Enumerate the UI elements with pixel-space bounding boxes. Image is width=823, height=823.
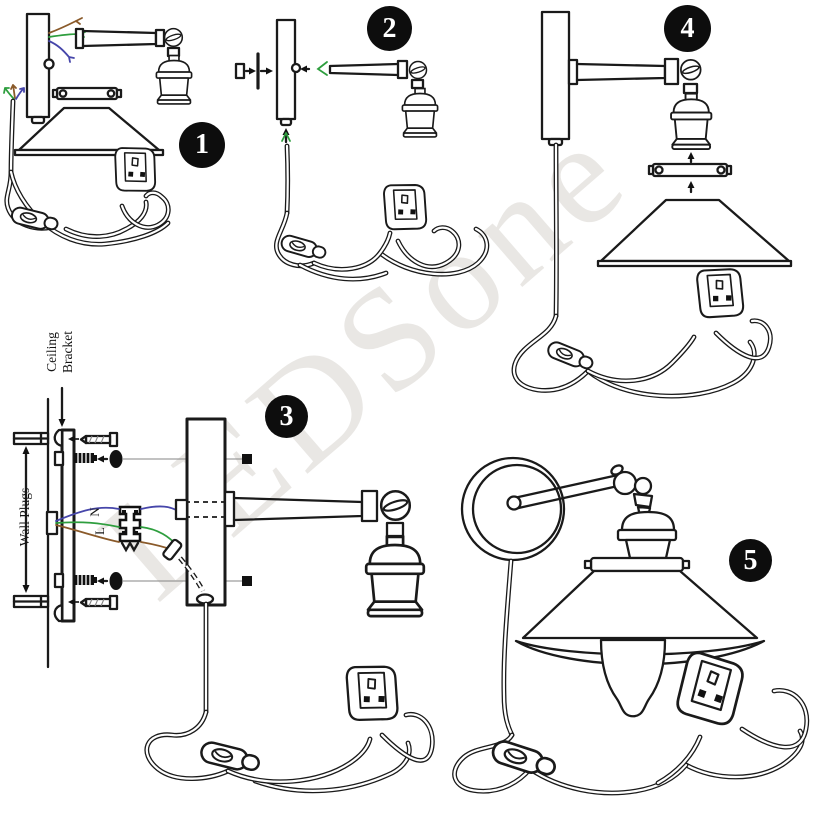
inline-switch <box>198 739 263 776</box>
lamp-arm <box>74 27 193 105</box>
step-1-diagram <box>3 12 193 247</box>
lampshade <box>596 198 793 268</box>
power-cord <box>274 143 490 282</box>
uk-plug <box>109 141 161 197</box>
wall-plugs-span-arrow <box>22 446 30 593</box>
uk-plug <box>674 649 746 727</box>
step-4-diagram <box>511 10 793 399</box>
spacer-nut <box>97 572 123 590</box>
step-2-diagram <box>234 18 490 282</box>
lamp-arm <box>506 473 620 511</box>
ceiling-bracket-pointer-arrow <box>58 386 66 427</box>
lamp-arm <box>567 57 713 151</box>
step-5-badge: 5 <box>729 539 772 582</box>
uk-plug <box>377 177 433 236</box>
screw-head-marker <box>242 576 252 586</box>
power-cord <box>452 558 810 796</box>
assembly-arrow-up <box>687 152 695 164</box>
inline-switch <box>544 338 596 374</box>
threaded-stud <box>74 453 97 463</box>
lamp-arm <box>328 59 439 138</box>
knuckle-joint <box>610 464 654 519</box>
cord-sleeve <box>162 538 215 605</box>
wall-bracket <box>275 18 302 127</box>
lampshade <box>13 106 165 157</box>
cord-wire-ends <box>3 84 25 100</box>
step-3-diagram <box>12 386 435 794</box>
power-cord <box>144 601 435 794</box>
arm-hole-hidden-lines <box>174 498 232 521</box>
step-5-diagram <box>452 456 810 796</box>
light-bulb <box>599 638 667 718</box>
wire-end <box>316 61 328 76</box>
terminal-block <box>118 505 142 553</box>
shade-ring-bar <box>647 162 733 178</box>
uk-plug <box>690 261 750 325</box>
ceiling-bracket-label-line1: Ceiling <box>44 332 59 372</box>
cord-entry-arrow <box>281 128 291 144</box>
screw-head-marker <box>242 454 252 464</box>
power-cord <box>511 142 773 399</box>
wall-bracket <box>540 10 571 147</box>
assembly-arrow-up <box>687 181 695 194</box>
step-1-badge: 1 <box>179 122 225 168</box>
ceiling-bracket-label: Ceiling Bracket <box>44 320 78 384</box>
threaded-stud <box>74 575 97 585</box>
ceiling-bracket <box>53 428 97 623</box>
lamp-arm <box>223 489 426 618</box>
mounting-screw <box>68 594 119 611</box>
shade-ring-bar <box>51 86 123 101</box>
lamp-socket <box>616 510 678 560</box>
shade-fitter-ring <box>583 556 691 573</box>
ceiling-bracket-label-line2: Bracket <box>60 331 76 373</box>
terminal-n-label: N <box>87 507 102 517</box>
inline-switch <box>278 232 329 263</box>
wall-plug-indicator <box>234 52 273 90</box>
wall-plugs-label: Wall Plugs <box>17 487 32 547</box>
terminal-l-label: L <box>92 527 107 535</box>
step-4-badge: 4 <box>664 5 711 52</box>
wall-bracket <box>25 12 55 125</box>
spacer-nut <box>97 450 123 468</box>
uk-plug <box>339 658 405 728</box>
step-2-badge: 2 <box>367 6 412 51</box>
mounting-screw <box>68 431 119 448</box>
step-3-badge: 3 <box>265 395 308 438</box>
